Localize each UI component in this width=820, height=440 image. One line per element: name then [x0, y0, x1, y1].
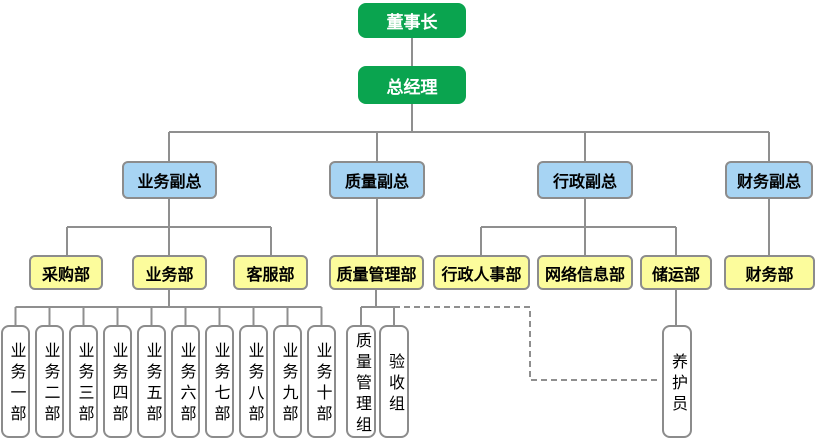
node-vp-finance-label: 财务副总: [736, 174, 801, 191]
node-team-business-3-label: 业务三部: [75, 342, 93, 426]
node-chairman-label: 董事长: [386, 13, 438, 32]
node-chairman: 董事长: [358, 3, 466, 38]
node-dept-business: 业务部: [132, 255, 207, 290]
node-dept-storage-transport: 储运部: [640, 255, 712, 290]
node-team-business-4: 业务四部: [103, 325, 132, 438]
node-dept-purchasing: 采购部: [29, 255, 103, 290]
node-dept-admin-hr: 行政人事部: [433, 255, 530, 290]
node-dept-network-info-label: 网络信息部: [544, 266, 625, 284]
node-team-business-1: 业务一部: [1, 325, 30, 438]
node-team-business-9-label: 业务九部: [279, 342, 297, 426]
solid-connectors: [14, 38, 770, 325]
node-vp-admin-label: 行政副总: [552, 174, 617, 191]
node-dept-purchasing-label: 采购部: [41, 266, 90, 284]
node-dept-finance-label: 财务部: [745, 266, 794, 284]
node-team-business-1-label: 业务一部: [7, 342, 25, 426]
node-vp-admin: 行政副总: [537, 161, 633, 199]
node-dept-quality-mgmt: 质量管理部: [329, 255, 424, 290]
node-team-business-7-label: 业务七部: [211, 342, 229, 426]
node-general-manager: 总经理: [358, 66, 466, 104]
node-dept-customer-service-label: 客服部: [246, 266, 295, 284]
node-team-business-5-label: 业务五部: [143, 342, 161, 426]
node-team-business-6-label: 业务六部: [177, 342, 195, 426]
node-dept-quality-mgmt-label: 质量管理部: [336, 266, 417, 284]
node-dept-finance: 财务部: [724, 255, 815, 290]
node-team-acceptance-group-label: 验收组: [386, 352, 403, 416]
node-team-business-9: 业务九部: [273, 325, 302, 438]
node-team-business-8-label: 业务八部: [245, 342, 263, 426]
node-team-business-6: 业务六部: [171, 325, 200, 438]
node-team-business-10: 业务十部: [307, 325, 336, 438]
node-team-acceptance-group: 验收组: [379, 325, 409, 438]
node-team-business-3: 业务三部: [69, 325, 98, 438]
node-vp-business-label: 业务副总: [137, 174, 202, 191]
node-team-business-7: 业务七部: [205, 325, 234, 438]
node-dept-business-label: 业务部: [145, 266, 194, 284]
node-team-business-5: 业务五部: [137, 325, 166, 438]
node-team-quality-mgmt-group-label: 质量管理组: [353, 331, 370, 437]
node-team-quality-mgmt-group: 质量管理组: [346, 325, 376, 438]
node-team-business-2-label: 业务二部: [41, 342, 59, 426]
node-team-business-10-label: 业务十部: [313, 342, 331, 426]
node-dept-admin-hr-label: 行政人事部: [441, 266, 522, 284]
node-general-manager-label: 总经理: [386, 77, 438, 97]
node-dept-network-info: 网络信息部: [537, 255, 633, 290]
node-team-maintenance-staff-label: 养护员: [669, 352, 686, 416]
node-vp-finance: 财务副总: [725, 161, 813, 199]
node-team-business-2: 业务二部: [35, 325, 64, 438]
node-vp-quality-label: 质量副总: [344, 174, 409, 191]
node-vp-business: 业务副总: [122, 161, 217, 199]
node-team-business-8: 业务八部: [239, 325, 268, 438]
node-dept-customer-service: 客服部: [233, 255, 308, 290]
dashed-connector: [394, 306, 661, 381]
node-dept-storage-transport-label: 储运部: [651, 266, 700, 284]
node-vp-quality: 质量副总: [329, 161, 425, 199]
node-team-maintenance-staff: 养护员: [662, 325, 692, 438]
node-team-business-4-label: 业务四部: [109, 342, 127, 426]
